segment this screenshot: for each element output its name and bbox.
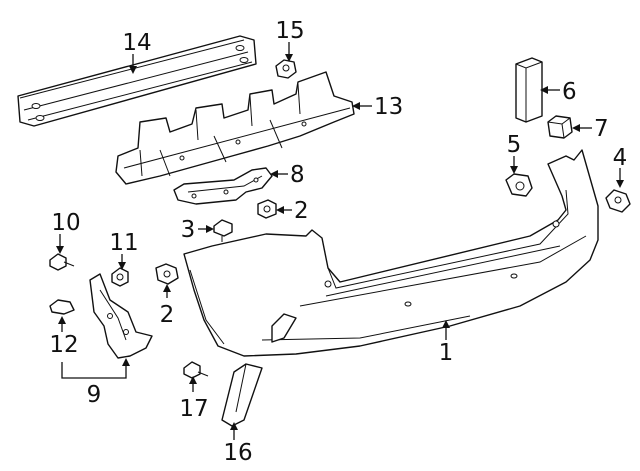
callout-9: 9 [87,382,102,408]
leader-lines [56,42,624,440]
callout-15: 15 [275,18,304,44]
callout-8: 8 [290,162,305,188]
part-6-pad [515,57,543,123]
part-4-screw [605,189,631,213]
callout-6: 6 [562,79,577,105]
part-17-screw [183,361,209,379]
part-13-energy-absorber [115,71,355,185]
part-12-clip [49,299,75,315]
part-9-side-bracket [89,273,153,359]
part-8-bracket [173,167,273,205]
callout-3: 3 [181,217,196,243]
part-11-nut [111,267,129,287]
callout-4: 4 [613,145,628,171]
callout-17: 17 [179,396,208,422]
callout-16: 16 [223,440,252,466]
part-3-screw [213,219,233,242]
callout-2b: 2 [160,302,175,328]
part-14-reinforcement-beam [17,35,257,127]
callout-10: 10 [51,210,80,236]
part-5-retainer [505,173,533,197]
part-2-clip-a [257,199,277,219]
part-1-bumper-cover [183,149,599,357]
callout-1: 1 [439,340,454,366]
callout-12: 12 [49,332,78,358]
part-2-clip-b [155,263,179,285]
callout-14: 14 [122,30,151,56]
callout-13: 13 [374,94,403,120]
part-7-pad-block [547,115,573,139]
part-10-bolt [49,253,75,271]
callout-7: 7 [594,116,609,142]
callout-labels: 14 15 13 6 7 5 4 8 2 3 10 11 2 12 1 9 17… [49,18,627,466]
callout-2a: 2 [294,198,309,224]
callout-11: 11 [109,230,138,256]
part-15-nut [275,59,297,79]
part-16-reflector [221,363,263,427]
callout-5: 5 [507,132,522,158]
